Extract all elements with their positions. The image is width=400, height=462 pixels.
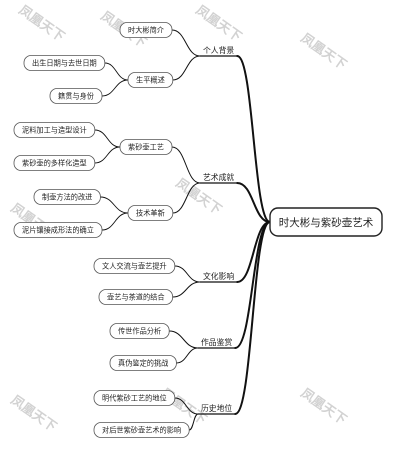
root-to-branch-line bbox=[234, 221, 271, 349]
branch-to-child-line bbox=[172, 182, 201, 214]
subtopic-node-label: 紫砂壶工艺 bbox=[128, 143, 164, 152]
leaf-node: 紫砂壶的多样化造型 bbox=[13, 155, 96, 171]
leaf-node: 时大彬简介 bbox=[119, 22, 173, 38]
leaf-node-box bbox=[49, 88, 103, 104]
leaf-node-label: 真伪鉴定的挑战 bbox=[118, 359, 168, 368]
branch-label: 作品鉴赏 bbox=[201, 337, 232, 347]
leaf-node: 对后世紫砂壶艺术的影响 bbox=[93, 422, 190, 438]
root-to-branch-line bbox=[236, 182, 271, 223]
branch-to-child-line bbox=[172, 281, 201, 298]
branch-to-child-line bbox=[174, 397, 199, 415]
leaf-node-box bbox=[33, 189, 101, 205]
leaf-node-box bbox=[93, 422, 190, 438]
leaf-node-label: 紫砂壶的多样化造型 bbox=[22, 159, 87, 168]
subtopic-node-box bbox=[127, 205, 174, 221]
branch-to-child-line bbox=[172, 55, 201, 81]
leaf-node-box bbox=[13, 122, 96, 138]
leaf-node: 真伪鉴定的挑战 bbox=[109, 355, 177, 371]
subtopic-node: 生平概述 bbox=[127, 72, 174, 88]
subtopic-node-label: 技术革新 bbox=[136, 209, 165, 218]
child-to-leaf-line bbox=[104, 62, 129, 81]
watermark-text: 凤凰天下 bbox=[193, 3, 244, 45]
child-to-leaf-line bbox=[94, 146, 121, 164]
watermark-text: 凤凰天下 bbox=[8, 393, 59, 435]
leaf-node-label: 时大彬简介 bbox=[128, 26, 165, 35]
branch-label: 历史地位 bbox=[201, 403, 232, 413]
leaf-node-label: 制壶方法的改进 bbox=[42, 193, 92, 202]
branch-to-child-line bbox=[168, 330, 199, 349]
leaf-node: 籍贯与身份 bbox=[49, 88, 103, 104]
leaf-node: 泥料加工与造型设计 bbox=[13, 122, 96, 138]
child-to-leaf-line bbox=[94, 129, 121, 148]
leaf-node-label: 明代紫砂工艺的地位 bbox=[102, 394, 167, 403]
leaf-node-box bbox=[109, 355, 177, 371]
root-node: 时大彬与紫砂壶艺术 bbox=[269, 207, 383, 237]
branch-to-child-line bbox=[188, 413, 199, 431]
leaf-node-box bbox=[119, 22, 173, 38]
watermark-text: 凤凰天下 bbox=[16, 3, 67, 45]
branch-label: 艺术成就 bbox=[203, 172, 234, 182]
leaf-node-label: 文人交流与壶艺提升 bbox=[102, 262, 167, 271]
child-to-leaf-line bbox=[101, 79, 129, 97]
subtopic-node: 技术革新 bbox=[127, 205, 174, 221]
branch-to-child-line bbox=[171, 146, 201, 184]
root-to-branch-line bbox=[234, 221, 271, 415]
subtopic-node-box bbox=[119, 139, 173, 155]
root-node-label: 时大彬与紫砂壶艺术 bbox=[279, 216, 374, 229]
branch-to-child-line bbox=[174, 265, 201, 283]
leaf-node-box bbox=[23, 55, 106, 71]
leaf-node-box bbox=[13, 222, 103, 238]
child-to-leaf-line bbox=[99, 196, 129, 214]
leaf-node: 文人交流与壶艺提升 bbox=[93, 258, 176, 274]
watermark-text: 凤凰天下 bbox=[298, 386, 349, 428]
leaf-node-box bbox=[98, 289, 173, 305]
leaf-node-label: 泥料加工与造型设计 bbox=[22, 126, 87, 135]
branch-to-child-line bbox=[171, 29, 201, 57]
leaf-node: 泥片镶接成形法的确立 bbox=[13, 222, 103, 238]
branch-to-child-line bbox=[175, 347, 199, 364]
subtopic-node: 紫砂壶工艺 bbox=[119, 139, 173, 155]
leaf-node-box bbox=[13, 155, 96, 171]
leaf-node-label: 对后世紫砂壶艺术的影响 bbox=[102, 426, 181, 435]
leaf-node: 出生日期与去世日期 bbox=[23, 55, 106, 71]
leaf-node-box bbox=[109, 323, 170, 339]
root-to-branch-line bbox=[236, 55, 271, 223]
leaf-node-label: 泥片镶接成形法的确立 bbox=[22, 226, 94, 235]
root-node-box bbox=[269, 207, 383, 237]
leaf-node-label: 壶艺与茶道的结合 bbox=[107, 293, 165, 302]
branch-label: 文化影响 bbox=[203, 271, 234, 281]
leaf-node-label: 出生日期与去世日期 bbox=[32, 59, 97, 68]
subtopic-node-label: 生平概述 bbox=[136, 76, 165, 85]
branch-label: 个人背景 bbox=[203, 45, 234, 55]
subtopic-node-box bbox=[127, 72, 174, 88]
watermark-text: 凤凰天下 bbox=[298, 31, 349, 73]
leaf-node: 制壶方法的改进 bbox=[33, 189, 101, 205]
leaf-node-label: 籍贯与身份 bbox=[58, 92, 94, 101]
leaf-node: 壶艺与茶道的结合 bbox=[98, 289, 173, 305]
connector-lines bbox=[94, 29, 271, 431]
leaf-node: 传世作品分析 bbox=[109, 323, 170, 339]
leaf-node-box bbox=[93, 258, 176, 274]
leaf-node: 明代紫砂工艺的地位 bbox=[93, 390, 176, 406]
child-to-leaf-line bbox=[101, 212, 129, 231]
leaf-node-box bbox=[93, 390, 176, 406]
leaf-node-label: 传世作品分析 bbox=[118, 327, 161, 336]
